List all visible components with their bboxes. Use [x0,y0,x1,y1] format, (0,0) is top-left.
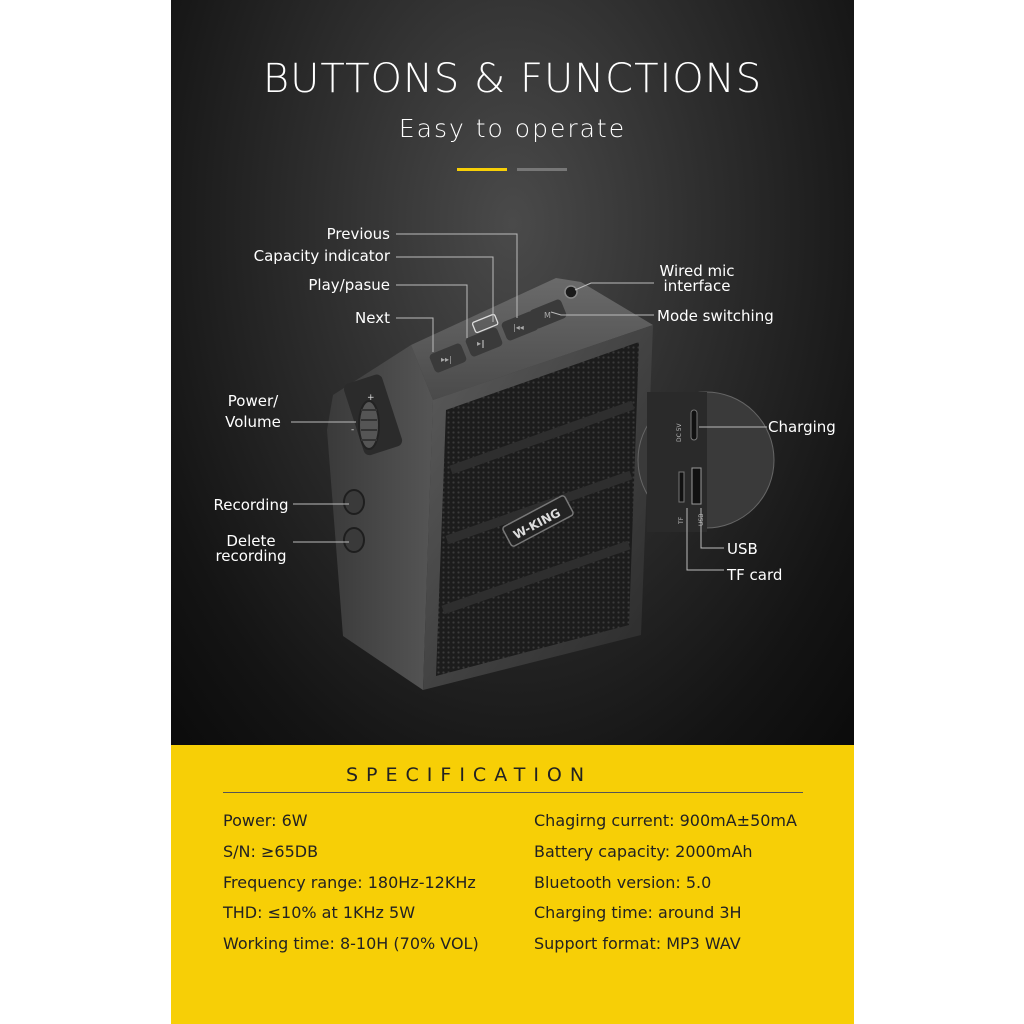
page-title: BUTTONS & FUNCTIONS [262,56,763,102]
callout-capacity-indicator: Capacity indicator [253,247,390,265]
callout-charging: Charging [768,418,836,436]
spec-item: Bluetooth version: 5.0 [534,873,712,892]
wired-mic-jack[interactable] [564,285,578,299]
spec-item: Working time: 8-10H (70% VOL) [223,934,479,953]
callout-play-pause: Play/pasue [308,276,390,294]
spec-item: Chagirng current: 900mA±50mA [534,811,797,830]
svg-text:|◂◂: |◂◂ [513,323,524,332]
spec-item: Power: 6W [223,811,308,830]
callout-previous: Previous [326,225,390,243]
callout-volume: Volume [225,413,281,431]
play-pause-button[interactable]: ▸‖ [464,326,503,357]
callout-leader-lines [291,233,767,571]
callout-next: Next [355,309,390,327]
svg-text:▸‖: ▸‖ [477,339,485,348]
previous-button[interactable]: |◂◂ [500,310,539,341]
device-top-face [411,278,653,400]
callout-wired-mic-1: Wired mic [659,262,735,280]
usb-port [691,467,702,505]
device-left-side [327,345,433,690]
mode-switching-button[interactable]: M [528,298,567,329]
capacity-indicator [471,313,499,334]
accent-bar-gray [517,168,567,171]
specification-title: SPECIFICATION [346,764,593,786]
spec-item: S/N: ≥65DB [223,842,319,861]
callout-recording: Recording [213,496,289,514]
callout-power: Power/ [227,392,279,410]
svg-text:-: - [351,425,354,435]
recording-button[interactable] [343,489,365,515]
page-subtitle: Easy to operate [398,114,627,143]
spec-item: THD: ≤10% at 1KHz 5W [223,903,416,922]
svg-text:TF: TF [678,516,685,525]
callout-mode-switching: Mode switching [657,307,774,325]
accent-bar-yellow [457,168,507,171]
ports-zoom-inset: DC 5V TF USB [637,391,775,532]
svg-text:+: + [367,393,375,403]
specification-panel [171,745,854,1024]
delete-recording-button[interactable] [343,527,365,553]
charging-port [690,409,698,441]
callout-delete-2: recording [215,547,287,565]
callout-usb: USB [727,540,758,558]
spec-item: Charging time: around 3H [534,903,742,922]
callout-tf-card: TF card [727,566,783,584]
svg-text:M: M [544,311,551,320]
spec-item: Support format: MP3 WAV [534,934,741,953]
callout-delete-1: Delete [226,532,276,550]
specification-divider [223,792,803,793]
power-volume-knob[interactable]: + - [351,393,380,450]
svg-text:▸▸|: ▸▸| [441,355,452,364]
svg-text:DC 5V: DC 5V [676,422,683,442]
spec-item: Battery capacity: 2000mAh [534,842,753,861]
callout-wired-mic-2: interface [663,277,731,295]
next-button[interactable]: ▸▸| [428,342,467,373]
spec-item: Frequency range: 180Hz-12KHz [223,873,476,892]
product-poster: BUTTONS & FUNCTIONS Easy to operate [171,0,854,1024]
speaker-device-illustration: + - ▸▸| ▸‖ |◂◂ M [291,233,775,690]
tf-card-slot [678,471,685,503]
